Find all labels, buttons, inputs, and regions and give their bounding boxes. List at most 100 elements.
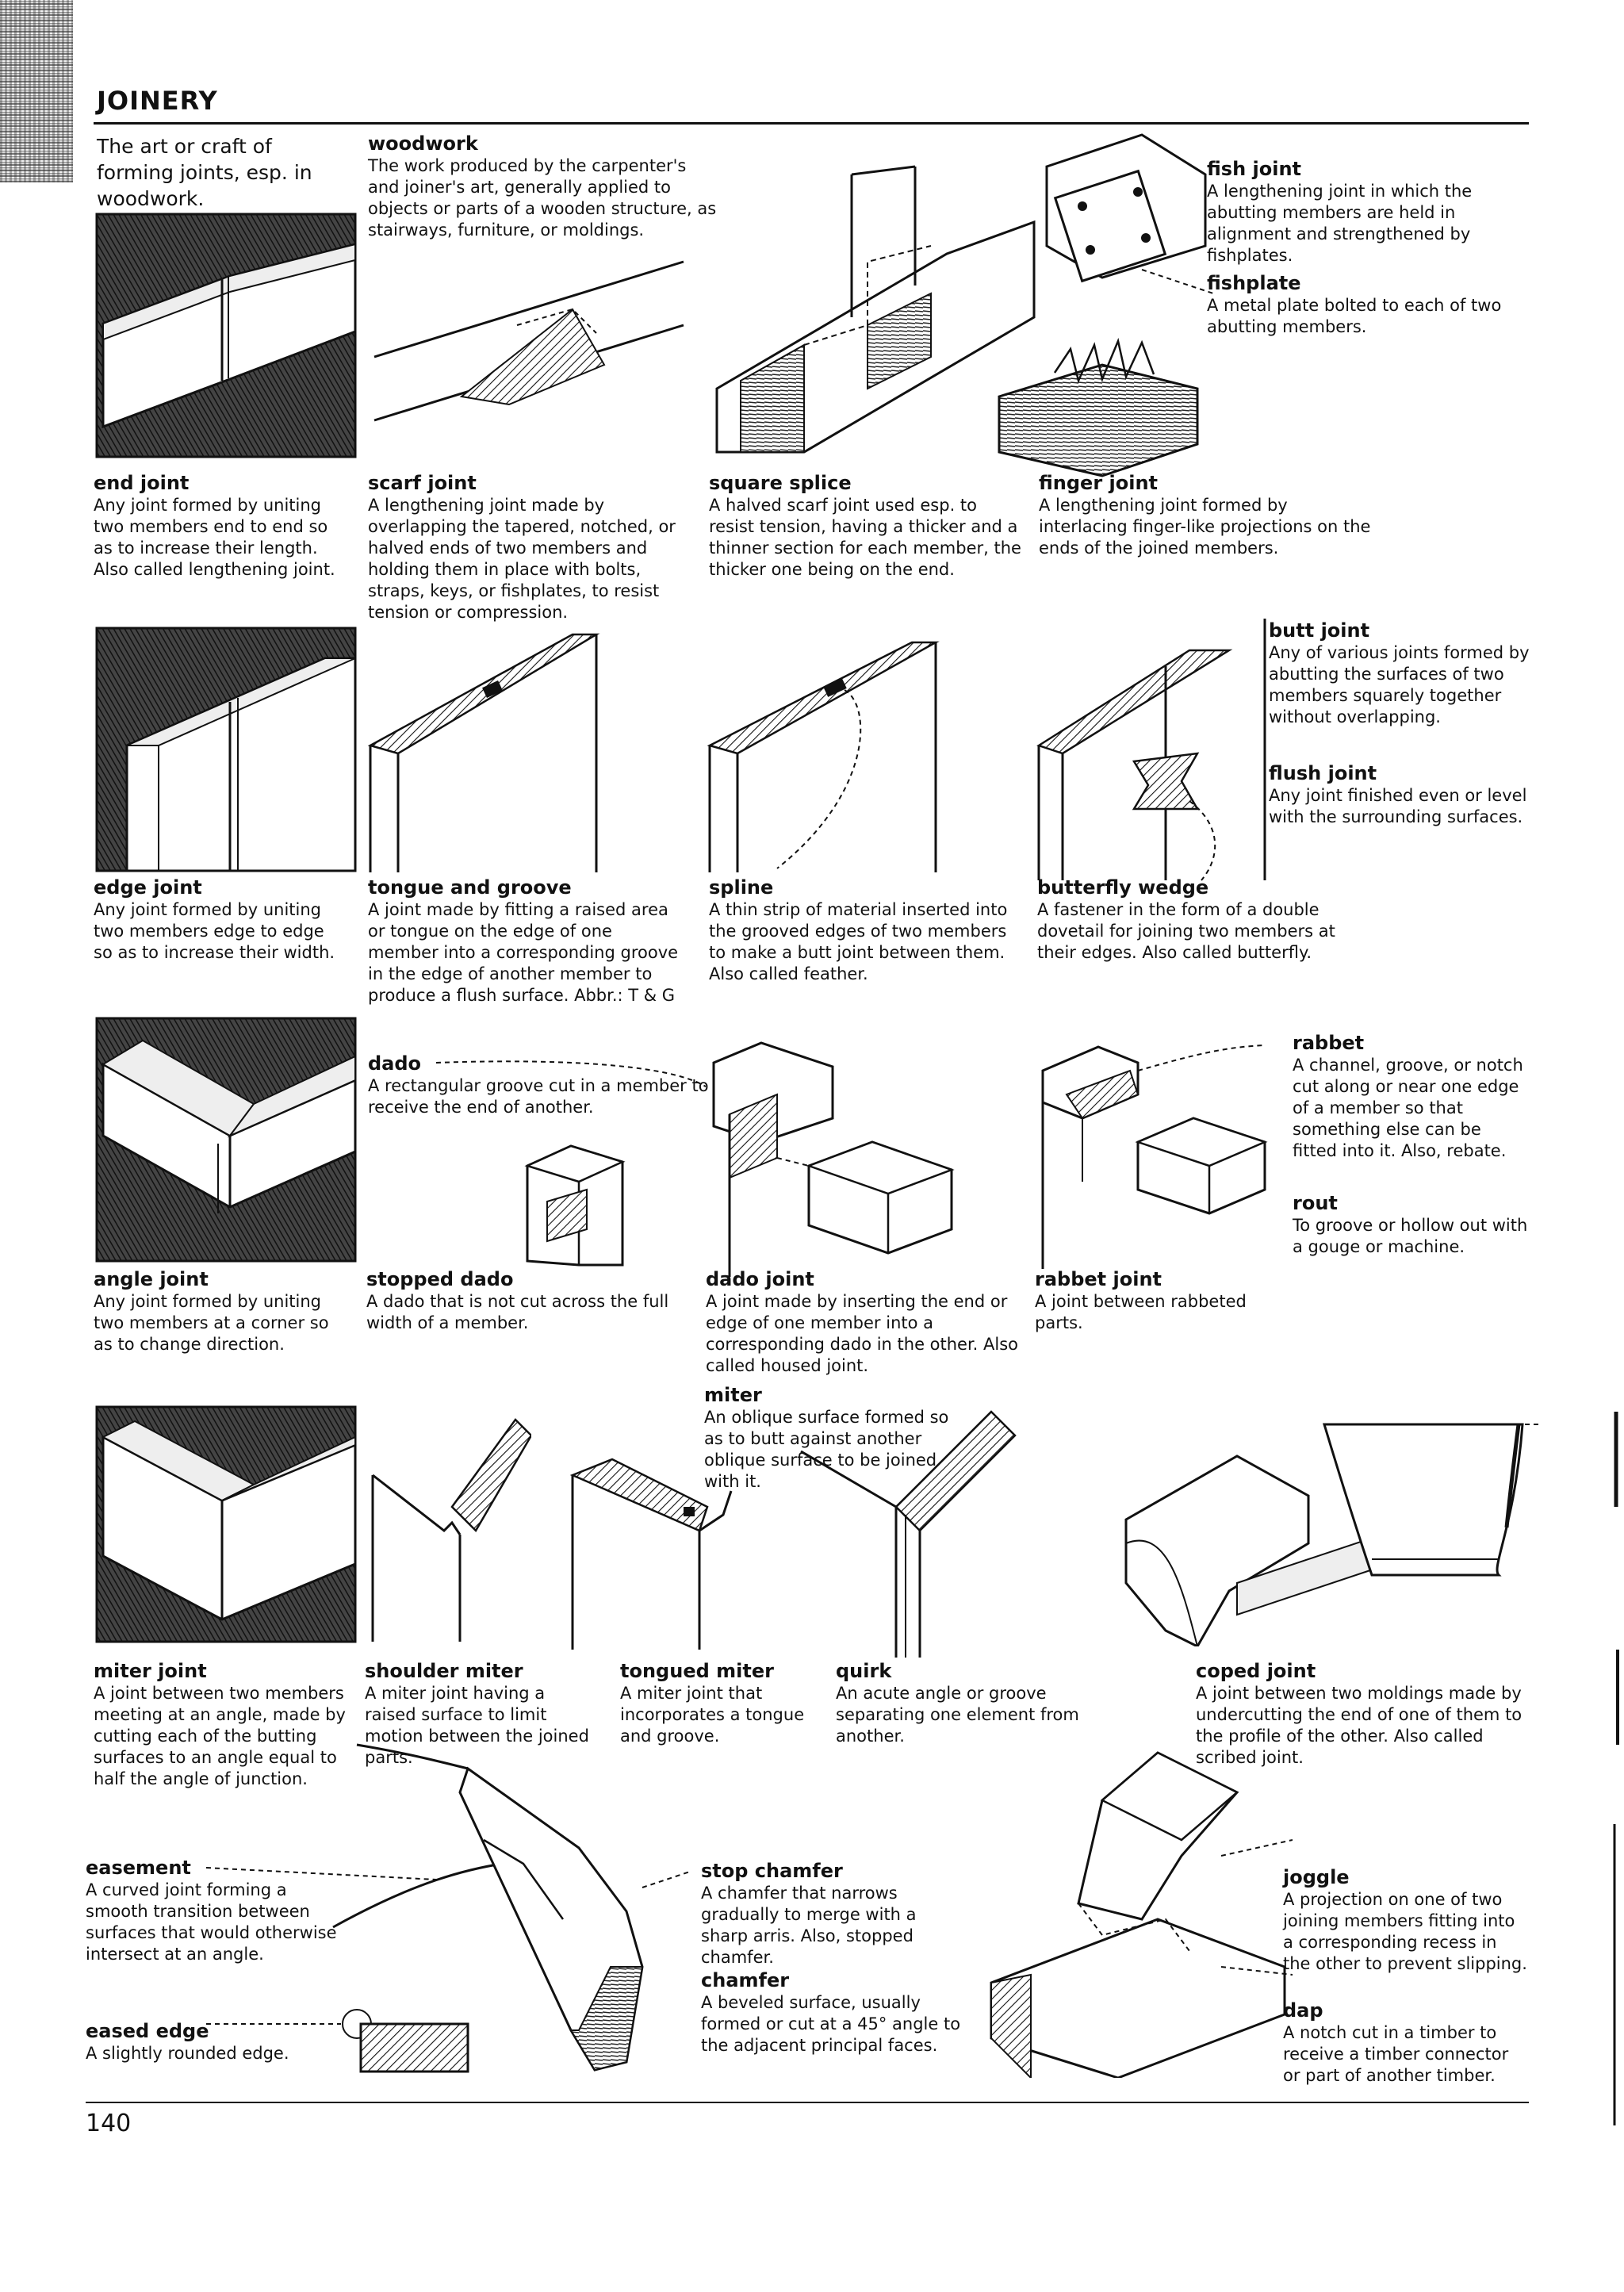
coped-joint-illustration xyxy=(1118,1409,1538,1646)
entry-term: dado joint xyxy=(706,1268,814,1290)
page-number: 140 xyxy=(86,2110,132,2137)
angle-joint-illustration xyxy=(95,1017,357,1263)
spline-illustration xyxy=(706,634,959,872)
page-title: JOINERY xyxy=(97,86,218,116)
entry-def: A joint between two members meeting at a… xyxy=(94,1684,346,1788)
entry-def: A curved joint forming a smooth transiti… xyxy=(86,1880,337,1964)
entry-term: end joint xyxy=(94,472,190,494)
entry-term: dap xyxy=(1283,1999,1323,2022)
page-edge-texture xyxy=(0,0,73,182)
entry-term: rabbet joint xyxy=(1035,1268,1162,1290)
entry-def: A halved scarf joint used esp. to resist… xyxy=(709,496,1021,579)
entry-def: Any joint formed by uniting two members … xyxy=(94,496,335,579)
entry-term: easement xyxy=(86,1857,191,1879)
entry-def: A joint between two moldings made by und… xyxy=(1196,1684,1522,1767)
entry-term: rabbet xyxy=(1293,1032,1365,1054)
entry-def: Any joint formed by uniting two members … xyxy=(94,900,335,962)
entry-term: stop chamfer xyxy=(701,1860,843,1882)
entry-def: A miter joint having a raised surface to… xyxy=(365,1684,589,1767)
entry-miter-joint: miter joint A joint between two members … xyxy=(94,1659,347,1790)
entry-rabbet-joint: rabbet joint A joint between rabbeted pa… xyxy=(1035,1267,1297,1334)
title-rule xyxy=(94,122,1529,125)
entry-term: fishplate xyxy=(1207,272,1301,294)
quirk-illustration xyxy=(793,1404,1023,1658)
entry-term: miter xyxy=(704,1384,762,1406)
entry-def: A joint between rabbeted parts. xyxy=(1035,1292,1247,1332)
entry-term: dado xyxy=(368,1052,422,1075)
entry-edge-joint: edge joint Any joint formed by uniting t… xyxy=(94,876,347,964)
entry-def: Any of various joints formed by abutting… xyxy=(1269,643,1530,726)
miter-joint-illustration xyxy=(95,1405,357,1643)
shoulder-miter-illustration xyxy=(365,1404,531,1642)
entry-term: angle joint xyxy=(94,1268,209,1290)
joggle-and-dap-illustration xyxy=(983,1729,1293,2078)
entry-def: A rectangular groove cut in a member to … xyxy=(368,1076,709,1117)
entry-butt-joint: butt joint Any of various joints formed … xyxy=(1269,619,1530,728)
entry-def: A joint made by fitting a raised area or… xyxy=(368,900,679,1005)
rabbet-joint-illustration xyxy=(1035,1039,1273,1277)
entry-def: A fastener in the form of a double dovet… xyxy=(1037,900,1335,962)
entry-def: An oblique surface formed so as to butt … xyxy=(704,1408,949,1491)
entry-butterfly-wedge: butterfly wedge A fastener in the form o… xyxy=(1037,876,1370,964)
entry-finger-joint: finger joint A lengthening joint formed … xyxy=(1039,471,1372,559)
entry-shoulder-miter: shoulder miter A miter joint having a ra… xyxy=(365,1659,595,1769)
entry-def: To groove or hollow out with a gouge or … xyxy=(1293,1216,1528,1256)
entry-woodwork: woodwork The work produced by the carpen… xyxy=(368,132,717,241)
entry-easement: easement A curved joint forming a smooth… xyxy=(86,1856,347,1965)
entry-def: A chamfer that narrows gradually to merg… xyxy=(701,1884,917,1967)
entry-def: A lengthening joint formed by interlacin… xyxy=(1039,496,1371,558)
easement-and-chamfer-illustration xyxy=(198,1729,706,2102)
entry-term: butt joint xyxy=(1269,619,1370,642)
entry-term: joggle xyxy=(1283,1866,1350,1888)
entry-term: tongued miter xyxy=(620,1660,774,1682)
entry-tongued-miter: tongued miter A miter joint that incorpo… xyxy=(620,1659,818,1747)
entry-chamfer: chamfer A beveled surface, usually forme… xyxy=(701,1968,963,2056)
tongued-miter-illustration xyxy=(565,1443,739,1650)
entry-square-splice: square splice A halved scarf joint used … xyxy=(709,471,1026,581)
entry-term: woodwork xyxy=(368,132,478,155)
entry-term: eased edge xyxy=(86,2020,209,2042)
finger-joint-illustration xyxy=(983,127,1213,492)
edge-joint-illustration xyxy=(95,627,357,872)
entry-eased-edge: eased edge A slightly rounded edge. xyxy=(86,2019,347,2064)
entry-spline: spline A thin strip of material inserted… xyxy=(709,876,1026,985)
entry-def: A notch cut in a timber to receive a tim… xyxy=(1283,2023,1509,2085)
entry-term: rout xyxy=(1293,1192,1338,1214)
entry-term: coped joint xyxy=(1196,1660,1316,1682)
intro-text: The art or craft of forming joints, esp.… xyxy=(97,135,312,210)
entry-def: A thin strip of material inserted into t… xyxy=(709,900,1008,983)
entry-rabbet: rabbet A channel, groove, or notch cut a… xyxy=(1293,1031,1530,1162)
entry-term: stopped dado xyxy=(366,1268,514,1290)
entry-def: A metal plate bolted to each of two abut… xyxy=(1207,296,1502,336)
entry-def: The work produced by the carpenter's and… xyxy=(368,156,717,240)
square-splice-illustration xyxy=(709,159,1042,460)
entry-term: quirk xyxy=(836,1660,892,1682)
dado-joint-illustration xyxy=(706,1039,959,1277)
entry-term: chamfer xyxy=(701,1969,790,1991)
entry-scarf-joint: scarf joint A lengthening joint made by … xyxy=(368,471,685,623)
entry-term: finger joint xyxy=(1039,472,1159,494)
entry-angle-joint: angle joint Any joint formed by uniting … xyxy=(94,1267,347,1355)
entry-def: A dado that is not cut across the full w… xyxy=(366,1292,669,1332)
entry-def: A lengthening joint made by overlapping … xyxy=(368,496,676,622)
entry-miter: miter An oblique surface formed so as to… xyxy=(704,1383,966,1493)
entry-term: square splice xyxy=(709,472,852,494)
entry-term: shoulder miter xyxy=(365,1660,523,1682)
entry-joggle: joggle A projection on one of two joinin… xyxy=(1283,1865,1529,1975)
entry-term: tongue and groove xyxy=(368,876,572,899)
entry-quirk: quirk An acute angle or groove separatin… xyxy=(836,1659,1137,1747)
scarf-joint-illustration xyxy=(366,238,699,428)
entry-def: A beveled surface, usually formed or cut… xyxy=(701,1993,961,2055)
entry-def: Any joint formed by uniting two members … xyxy=(94,1292,329,1354)
entry-dado-joint: dado joint A joint made by inserting the… xyxy=(706,1267,1039,1377)
entry-flush-joint: flush joint Any joint finished even or l… xyxy=(1269,761,1530,828)
entry-term: spline xyxy=(709,876,774,899)
entry-term: butterfly wedge xyxy=(1037,876,1209,899)
entry-def: A projection on one of two joining membe… xyxy=(1283,1890,1527,1973)
entry-dado: dado A rectangular groove cut in a membe… xyxy=(368,1052,717,1118)
entry-tongue-and-groove: tongue and groove A joint made by fittin… xyxy=(368,876,685,1006)
entry-dap: dap A notch cut in a timber to receive a… xyxy=(1283,1999,1529,2087)
entry-stop-chamfer: stop chamfer A chamfer that narrows grad… xyxy=(701,1859,963,1968)
entry-stopped-dado: stopped dado A dado that is not cut acro… xyxy=(366,1267,684,1334)
entry-term: fish joint xyxy=(1207,158,1302,180)
